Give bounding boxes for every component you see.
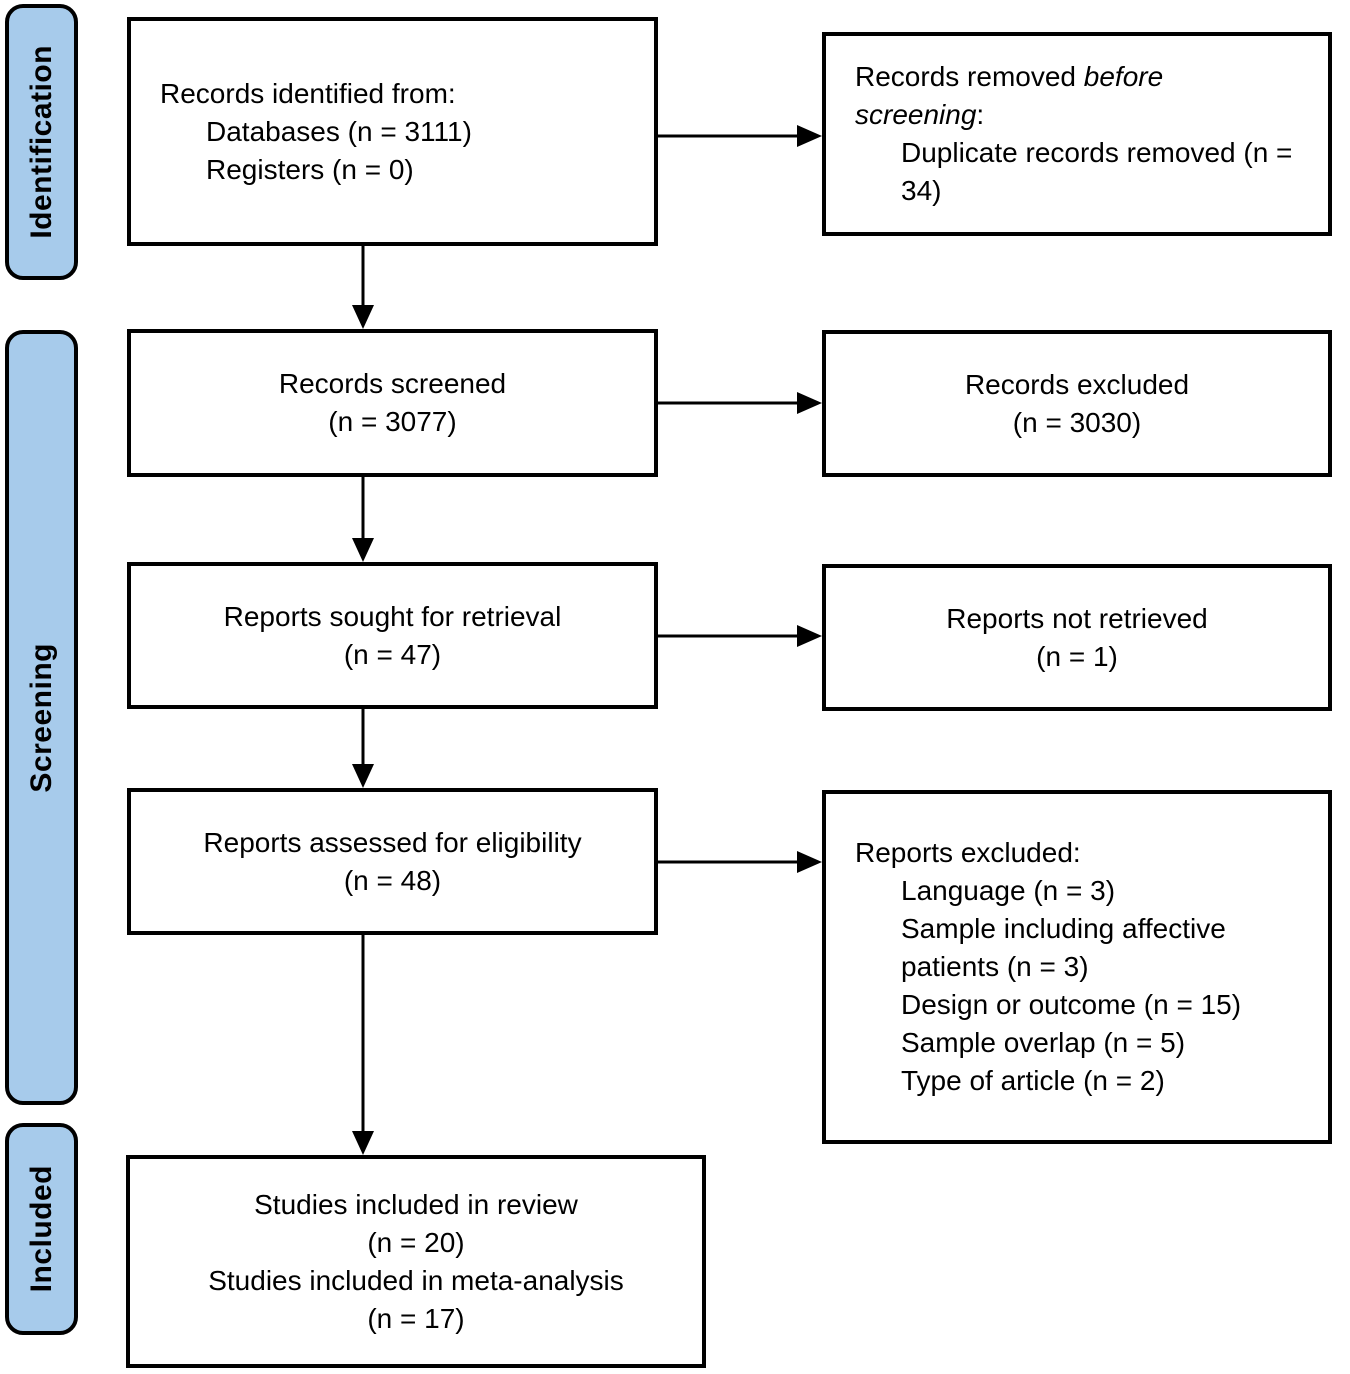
arrow-screened-to-sought	[352, 477, 374, 562]
reports-excluded-sample-affective: Sample including affective patients (n =…	[901, 913, 1226, 982]
stage-label-screening-text: Screening	[24, 642, 58, 793]
arrow-assessed-to-reports-excluded	[658, 851, 822, 873]
arrow-assessed-to-included	[352, 935, 374, 1155]
arrow-sought-to-assessed	[352, 709, 374, 788]
arrow-identified-to-removed	[658, 125, 822, 147]
box-reports-not-retrieved: Reports not retrieved (n = 1)	[822, 564, 1332, 711]
reports-excluded-heading: Reports excluded:	[855, 837, 1081, 868]
reports-not-retrieved-n: (n = 1)	[1036, 640, 1118, 672]
arrow-identified-to-screened	[352, 246, 374, 329]
reports-excluded-design: Design or outcome (n = 15)	[901, 989, 1242, 1020]
reports-not-retrieved-text: Reports not retrieved	[946, 602, 1208, 634]
records-excluded-n: (n = 3030)	[1012, 406, 1142, 438]
reports-excluded-overlap: Sample overlap (n = 5)	[901, 1027, 1186, 1058]
reports-assessed-n: (n = 48)	[343, 864, 442, 896]
records-excluded-text: Records excluded	[964, 368, 1190, 400]
stage-label-identification-text: Identification	[24, 45, 58, 239]
stage-label-identification: Identification	[5, 4, 78, 280]
box-records-removed: Records removed before screening: Duplic…	[822, 32, 1332, 236]
box-reports-excluded: Reports excluded: Language (n = 3) Sampl…	[822, 790, 1332, 1144]
records-identified-heading: Records identified from:	[160, 77, 456, 109]
records-identified-databases: Databases (n = 3111)	[206, 115, 472, 147]
box-records-excluded: Records excluded (n = 3030)	[822, 330, 1332, 477]
studies-included-meta-n: (n = 17)	[367, 1302, 465, 1334]
box-records-screened: Records screened (n = 3077)	[127, 329, 658, 477]
box-studies-included: Studies included in review (n = 20) Stud…	[126, 1155, 706, 1368]
reports-sought-n: (n = 47)	[343, 638, 442, 670]
stage-label-screening: Screening	[5, 330, 78, 1105]
stage-label-included-text: Included	[24, 1165, 58, 1293]
records-removed-heading: Records removed before screening:	[855, 61, 1164, 130]
box-reports-assessed: Reports assessed for eligibility (n = 48…	[127, 788, 658, 935]
studies-included-review-n: (n = 20)	[367, 1226, 465, 1258]
reports-excluded-language: Language (n = 3)	[901, 875, 1116, 906]
records-identified-registers: Registers (n = 0)	[206, 153, 414, 185]
reports-excluded-type: Type of article (n = 2)	[901, 1065, 1165, 1096]
box-records-identified: Records identified from: Databases (n = …	[127, 17, 658, 246]
stage-label-included: Included	[5, 1123, 78, 1335]
arrow-screened-to-excluded	[658, 392, 822, 414]
studies-included-meta: Studies included in meta-analysis	[208, 1264, 624, 1296]
records-removed-duplicates: Duplicate records removed (n = 34)	[901, 137, 1293, 206]
reports-assessed-text: Reports assessed for eligibility	[203, 826, 582, 858]
studies-included-review: Studies included in review	[254, 1188, 578, 1220]
records-removed-italic: before screening	[855, 61, 1164, 130]
records-screened-n: (n = 3077)	[328, 406, 457, 437]
reports-sought-text: Reports sought for retrieval	[223, 600, 562, 632]
box-reports-sought: Reports sought for retrieval (n = 47)	[127, 562, 658, 709]
records-screened-text: Records screened	[278, 368, 507, 399]
arrow-sought-to-not-retrieved	[658, 625, 822, 647]
